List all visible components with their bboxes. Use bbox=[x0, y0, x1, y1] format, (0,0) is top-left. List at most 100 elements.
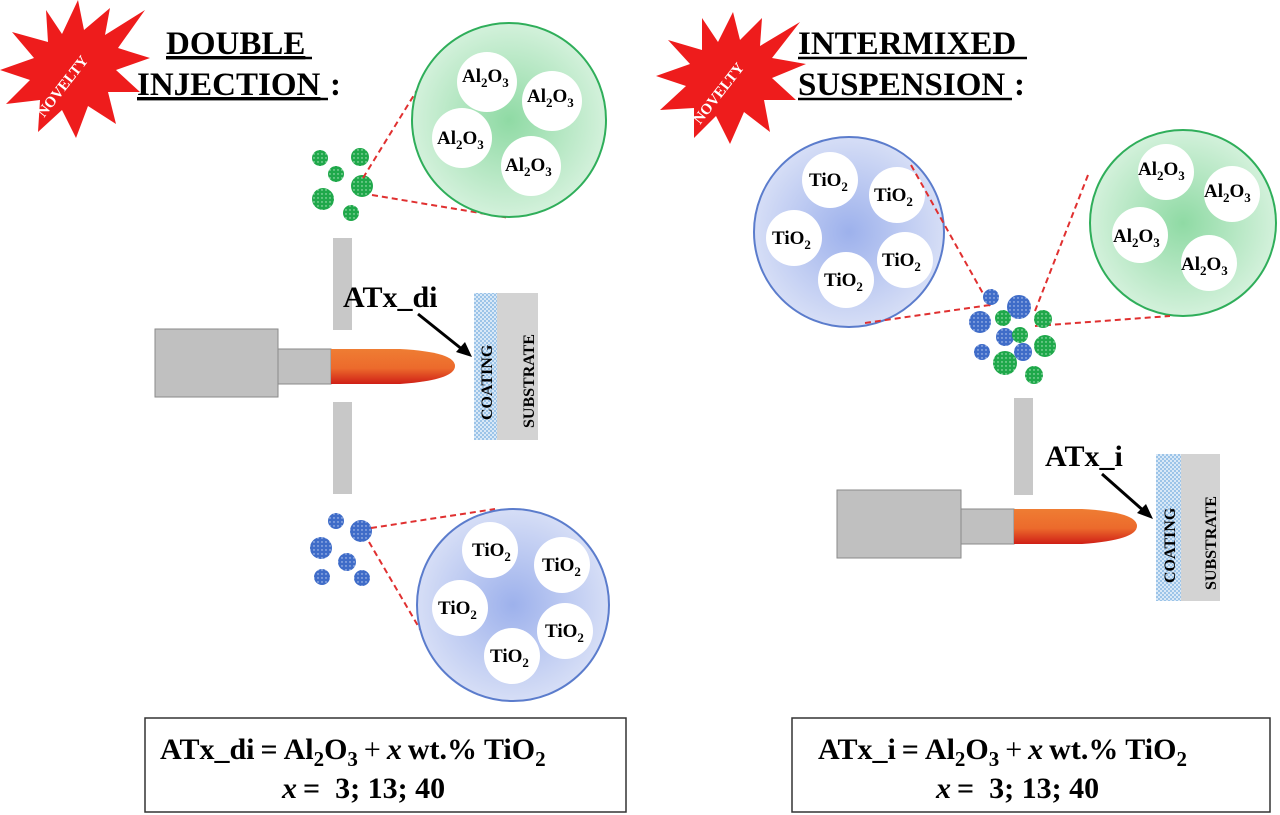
titania-grain: TiO2 bbox=[534, 537, 590, 593]
starburst-icon bbox=[656, 12, 806, 144]
panel-double-injection: NOVELTY DOUBLE INJECTION : Al2O3 bbox=[0, 0, 627, 813]
titania-grain: TiO2 bbox=[802, 152, 858, 208]
titania-grain: TiO2 bbox=[462, 522, 518, 578]
lower-injector bbox=[333, 402, 352, 494]
novelty-badge: NOVELTY bbox=[0, 0, 150, 138]
alumina-particle bbox=[312, 150, 328, 166]
formula-line2: x= 3; 13; 40 bbox=[935, 772, 1099, 805]
alumina-particle bbox=[343, 205, 359, 221]
alumina-particle bbox=[993, 351, 1017, 375]
titania-particle bbox=[1014, 343, 1032, 361]
titania-particle bbox=[338, 553, 356, 571]
coating-label: COATING bbox=[1162, 507, 1179, 583]
alumina-particle bbox=[1025, 366, 1043, 384]
titania-grain: TiO2 bbox=[484, 628, 540, 684]
starburst-icon bbox=[0, 0, 150, 138]
alumina-grain: Al2O3 bbox=[522, 71, 582, 131]
coating-layer bbox=[1156, 454, 1181, 601]
svg-text:TiO2: TiO2 bbox=[809, 170, 848, 194]
svg-text:TiO2: TiO2 bbox=[824, 270, 863, 294]
substrate-label: SUBSTRATE bbox=[521, 334, 538, 428]
coating-label: COATING bbox=[479, 344, 496, 420]
arrow-line bbox=[1101, 472, 1146, 514]
mixed-particle-cluster bbox=[969, 289, 1056, 384]
upper-injector bbox=[333, 238, 352, 330]
alumina-particle bbox=[1034, 335, 1056, 357]
svg-text:Al2O3: Al2O3 bbox=[1181, 254, 1228, 278]
plasma-jet bbox=[331, 349, 455, 384]
titania-particle bbox=[974, 344, 990, 360]
alumina-grain: Al2O3 bbox=[457, 52, 517, 112]
plasma-torch bbox=[154, 328, 455, 398]
alumina-grain: Al2O3 bbox=[1181, 235, 1237, 291]
titania-grain: TiO2 bbox=[537, 603, 593, 659]
svg-text:Al2O3: Al2O3 bbox=[1204, 181, 1251, 205]
titania-particle bbox=[996, 328, 1014, 346]
svg-text:TiO2: TiO2 bbox=[772, 228, 811, 252]
titania-particle bbox=[983, 289, 999, 305]
alumina-magnified-view: Al2O3 Al2O3 Al2O3 Al2O3 bbox=[1089, 129, 1277, 317]
svg-text:TiO2: TiO2 bbox=[438, 598, 477, 622]
title-colon: : bbox=[1014, 67, 1025, 103]
arrow-head-icon bbox=[456, 342, 472, 357]
titania-magnified-view: TiO2 TiO2 TiO2 TiO2 TiO2 bbox=[753, 136, 945, 328]
plasma-jet bbox=[1014, 509, 1137, 544]
coating-layer bbox=[474, 293, 497, 440]
zoom-line bbox=[371, 194, 511, 219]
alumina-particle bbox=[995, 310, 1011, 326]
alumina-particle-cluster bbox=[312, 148, 373, 221]
titania-grain: TiO2 bbox=[432, 580, 488, 636]
svg-text:Al2O3: Al2O3 bbox=[505, 155, 552, 179]
panel-intermixed-suspension: NOVELTY INTERMIXED SUSPENSION : TiO2 TiO… bbox=[656, 12, 1277, 813]
alumina-particle bbox=[1034, 310, 1052, 328]
titania-particle-cluster bbox=[310, 513, 372, 586]
alumina-particle bbox=[312, 188, 334, 210]
title-line2: INJECTION bbox=[137, 67, 321, 103]
zoom-line bbox=[864, 304, 991, 324]
substrate-block bbox=[497, 293, 538, 440]
formula-line2: x= 3; 13; 40 bbox=[281, 772, 445, 805]
titania-particle bbox=[314, 569, 330, 585]
arrow-line bbox=[417, 312, 464, 352]
alumina-particle bbox=[351, 148, 369, 166]
zoom-line bbox=[910, 164, 991, 307]
alumina-grain: Al2O3 bbox=[432, 108, 492, 168]
svg-text:TiO2: TiO2 bbox=[472, 540, 511, 564]
title-line2: SUSPENSION bbox=[798, 67, 1005, 103]
title-colon: : bbox=[330, 67, 341, 103]
titania-grain: TiO2 bbox=[877, 232, 933, 288]
plasma-torch bbox=[836, 489, 1137, 559]
injector bbox=[1014, 398, 1033, 495]
svg-text:Al2O3: Al2O3 bbox=[1113, 226, 1160, 250]
svg-text:TiO2: TiO2 bbox=[542, 555, 581, 579]
titania-particle bbox=[1007, 295, 1031, 319]
svg-text:Al2O3: Al2O3 bbox=[437, 128, 484, 152]
titania-particle bbox=[310, 537, 332, 559]
svg-text:TiO2: TiO2 bbox=[874, 185, 913, 209]
atx-i-label: ATx_i bbox=[1045, 440, 1123, 473]
novelty-badge: NOVELTY bbox=[656, 12, 806, 144]
alumina-magnified-view: Al2O3 Al2O3 Al2O3 Al2O3 bbox=[411, 22, 607, 218]
alumina-particle bbox=[1012, 327, 1028, 343]
svg-text:TiO2: TiO2 bbox=[882, 250, 921, 274]
alumina-particle bbox=[351, 175, 373, 197]
titania-particle bbox=[350, 520, 372, 542]
zoom-line bbox=[370, 508, 496, 529]
alumina-grain: Al2O3 bbox=[501, 136, 561, 196]
titania-grain: TiO2 bbox=[818, 252, 874, 308]
zoom-line bbox=[362, 55, 439, 179]
titania-grain: TiO2 bbox=[766, 210, 822, 266]
titania-magnified-view: TiO2 TiO2 TiO2 TiO2 TiO2 bbox=[416, 508, 610, 702]
alumina-grain: Al2O3 bbox=[1204, 166, 1260, 222]
svg-text:Al2O3: Al2O3 bbox=[1138, 159, 1185, 183]
svg-text:TiO2: TiO2 bbox=[545, 621, 584, 645]
titania-particle bbox=[328, 513, 344, 529]
substrate-block bbox=[1181, 454, 1220, 601]
titania-particle bbox=[969, 311, 991, 333]
